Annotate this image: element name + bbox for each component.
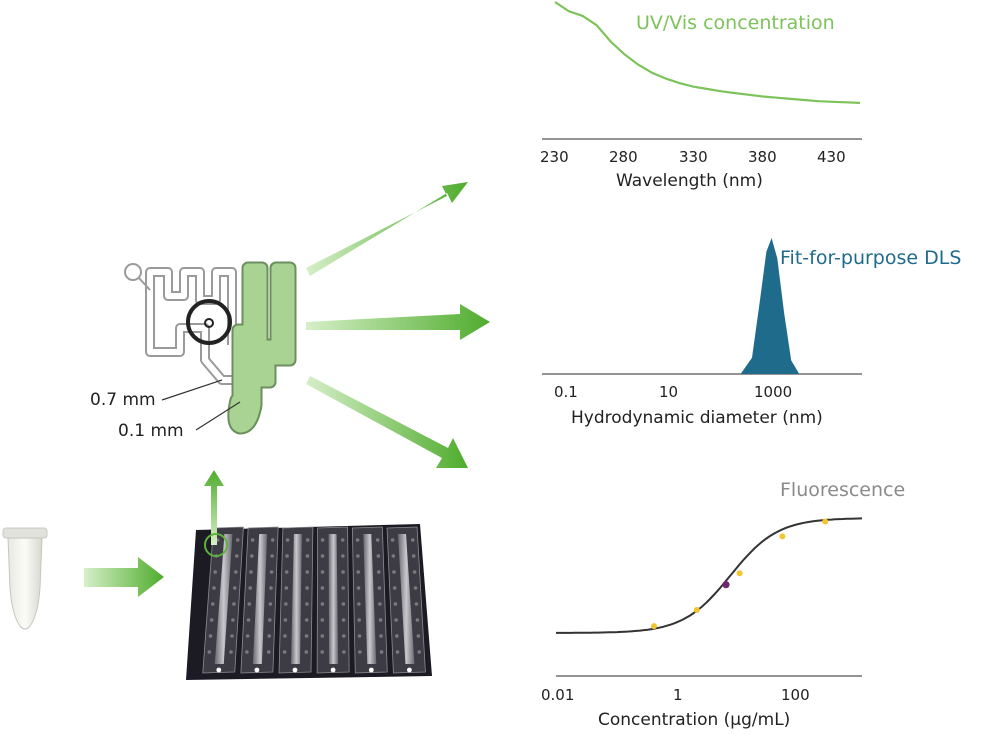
fluorescence-data-point [651, 623, 657, 630]
dls-tick-label: 10 [659, 383, 679, 401]
sample-tube-icon [2, 527, 48, 630]
fluorescence-data-point [779, 533, 786, 540]
fluorescence-data-point [822, 518, 829, 525]
uv-chart-title: UV/Vis concentration [636, 12, 835, 34]
dls-chart-title: Fit-for-purpose DLS [780, 247, 962, 269]
uv-vis-series-line [554, 1, 861, 104]
uv-vis-chart [542, 1, 862, 140]
fl-tick-label: 0.01 [541, 686, 575, 704]
microfluidic-chip-icon [124, 261, 297, 435]
arrow-to-dls [306, 304, 490, 340]
uv-tick-label: 430 [817, 148, 846, 166]
dls-peak-area [740, 238, 800, 374]
uv-tick-label: 330 [679, 148, 708, 166]
dls-tick-label: 1000 [754, 383, 793, 401]
fluorescence-fit-curve [556, 517, 863, 634]
uv-tick-label: 380 [748, 148, 777, 166]
fluorescence-chart-title: Fluorescence [780, 479, 906, 501]
uv-x-axis-title: Wavelength (nm) [616, 171, 763, 191]
uv-tick-label: 230 [540, 148, 569, 166]
arrow-to-uv [306, 182, 468, 276]
fl-x-axis-title: Concentration (μg/mL) [598, 710, 791, 730]
fl-tick-label: 100 [781, 686, 810, 704]
fluorescence-data-point [693, 607, 700, 613]
channel-width-label: 0.7 mm [90, 390, 156, 410]
arrow-to-chip [204, 470, 224, 545]
fluorescence-data-point [722, 581, 730, 589]
fluorescence-data-point [736, 570, 743, 577]
uv-tick-label: 280 [609, 148, 638, 166]
arrow-to-plate [84, 557, 164, 597]
arrow-to-fluorescence [306, 376, 468, 468]
fl-tick-label: 1 [673, 686, 683, 704]
dls-tick-label: 0.1 [554, 383, 578, 401]
dls-x-axis-title: Hydrodynamic diameter (nm) [571, 408, 823, 428]
fluorescence-chart [556, 517, 863, 677]
dls-chart [542, 238, 862, 375]
well-plate-icon [186, 524, 432, 680]
channel-depth-label: 0.1 mm [118, 421, 184, 441]
